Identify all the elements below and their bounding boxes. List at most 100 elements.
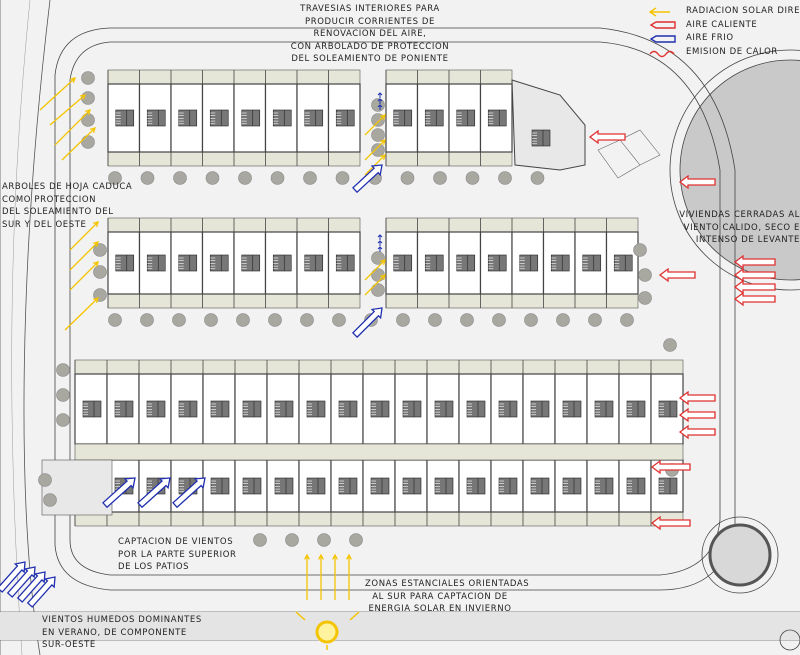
text-line: CAPTACION DE VIENTOS — [118, 537, 234, 547]
solar-arrow — [61, 127, 96, 161]
community-building — [511, 79, 586, 171]
cold-air-arrow — [377, 234, 383, 240]
stair-icon — [306, 400, 326, 418]
solar-arrow — [39, 77, 77, 111]
stair-icon — [306, 477, 326, 495]
stair-icon — [241, 254, 261, 272]
solar-arrow — [364, 259, 386, 281]
solar-arrow — [332, 553, 338, 600]
text-line: ZONAS ESTANCIALES ORIENTADAS — [365, 579, 530, 589]
cold-air-arrow — [6, 566, 36, 598]
stair-icon — [530, 400, 550, 418]
solar-arrow — [364, 274, 386, 296]
text-line: DE LOS PATIOS — [118, 562, 190, 572]
tree-icon — [428, 313, 442, 327]
tree-icon — [300, 313, 314, 327]
stair-icon — [594, 477, 614, 495]
stair-icon — [274, 477, 294, 495]
tree-icon — [498, 171, 512, 185]
cold-air-arrow — [351, 307, 383, 339]
hot-air-arrow — [678, 390, 716, 406]
tree-icon — [638, 268, 652, 282]
solar-arrow — [69, 241, 99, 271]
text-line: VIENTO CALIDO, SECO E — [683, 222, 800, 233]
tree-icon — [204, 313, 218, 327]
stair-icon — [531, 129, 551, 147]
tree-icon — [205, 171, 220, 185]
stair-icon — [304, 254, 324, 272]
text-line: POR LA PARTE SUPERIOR — [118, 549, 237, 560]
stair-icon — [242, 477, 262, 495]
tree-icon — [140, 313, 154, 327]
hot-air-arrow — [658, 267, 696, 283]
tree-icon — [371, 143, 385, 157]
hot-air-arrow — [678, 424, 716, 440]
housing-blocks — [41, 69, 684, 527]
cold-air-arrow — [377, 246, 383, 252]
text-line: CON ARBOLADO DE PROTECCION — [290, 41, 450, 52]
text-line: AL SUR PARA CAPTACION DE — [372, 591, 508, 602]
stair-icon — [456, 254, 476, 272]
tree-icon — [172, 313, 186, 327]
stair-icon — [424, 254, 444, 272]
text-line: VIENTOS HUMEDOS DOMINANTES — [42, 615, 202, 625]
annotation-travesias: TRAVESIAS INTERIORES PARA PRODUCIR CORRI… — [290, 3, 450, 66]
hot-air-arrow — [733, 279, 776, 295]
stair-icon — [178, 109, 198, 127]
stair-icon — [466, 400, 486, 418]
tree-icon — [270, 171, 285, 185]
hot-air-arrow — [650, 515, 691, 531]
stair-icon — [209, 254, 229, 272]
tree-icon — [349, 533, 363, 547]
housing-unit — [479, 231, 513, 295]
tree-icon — [332, 313, 346, 327]
stair-icon — [178, 400, 198, 418]
stair-icon — [272, 109, 292, 127]
tree-icon — [460, 313, 474, 327]
housing-row — [385, 69, 513, 167]
sun-ray — [295, 611, 306, 621]
tree-icon — [285, 533, 299, 547]
tree-icon — [56, 388, 70, 402]
tree-icon — [56, 363, 70, 377]
stair-icon — [304, 109, 324, 127]
cold-air-arrow — [26, 576, 56, 608]
stair-icon — [274, 400, 294, 418]
hot-air-arrow — [733, 291, 776, 307]
tree-icon — [556, 313, 570, 327]
stair-icon — [487, 109, 507, 127]
stair-icon — [210, 400, 230, 418]
tree-icon — [93, 288, 107, 302]
tree-icon — [81, 71, 95, 85]
hot-air-arrow — [588, 129, 626, 145]
tree-icon — [303, 171, 317, 185]
text-line: SUR-OESTE — [42, 640, 96, 650]
hot-air-arrow — [650, 459, 691, 475]
solar-arrow — [364, 154, 386, 176]
tree-icon — [588, 313, 602, 327]
stair-icon — [402, 400, 422, 418]
stair-icon — [466, 477, 486, 495]
stair-icon — [115, 254, 135, 272]
solar-arrow — [69, 221, 99, 251]
stair-icon — [456, 109, 476, 127]
cold-air-arrow — [16, 571, 46, 603]
stair-icon — [146, 400, 166, 418]
solar-arrow — [69, 261, 99, 291]
stair-icon — [487, 254, 507, 272]
sun-icon — [315, 620, 339, 644]
tree-icon — [81, 113, 95, 127]
annotation-viviendas: VIVIENDAS CERRADAS AL VIENTO CALIDO, SEC… — [679, 209, 800, 247]
stair-icon — [550, 254, 570, 272]
cold-air-arrow — [377, 240, 383, 246]
stair-icon — [338, 400, 358, 418]
tree-icon — [638, 291, 652, 305]
stair-icon — [115, 109, 135, 127]
tree-icon — [108, 171, 122, 185]
tree-icon — [56, 413, 70, 427]
solar-arrow — [318, 553, 324, 600]
stair-icon — [209, 109, 229, 127]
tree-icon — [663, 338, 677, 352]
tree-icon — [465, 171, 480, 185]
